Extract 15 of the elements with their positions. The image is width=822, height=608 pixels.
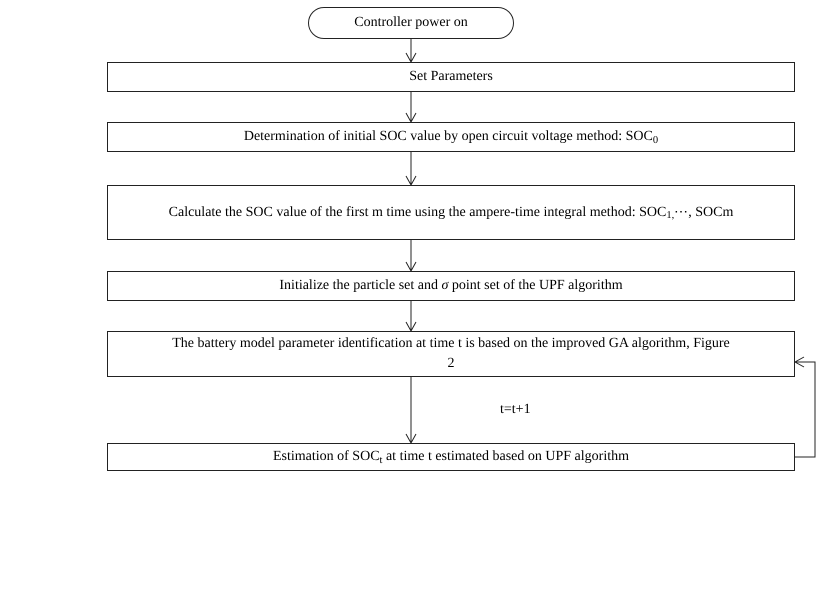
loop-label: t=t+1 [500, 401, 531, 419]
process-box: Calculate the SOC value of the first m time using the ampere-time integral method: SOC$_{1,}$⋯, SOCm [107, 185, 795, 240]
arrow [406, 152, 416, 186]
arrow [406, 376, 416, 444]
process-box: Estimation of SOC$_{t}$ at time t estimated based on UPF algorithm [107, 443, 795, 471]
process-box: Set Parameters [107, 62, 795, 92]
process-box: The battery model parameter identification at time t is based on the improved GA algorithm, Figure 2 [107, 331, 795, 377]
start-terminal: Controller power on [308, 7, 514, 39]
arrow [406, 38, 416, 62]
arrow [406, 240, 416, 272]
arrow [794, 356, 816, 458]
process-box: Initialize the particle set and σ point set of the UPF algorithm [107, 271, 795, 301]
process-box: Determination of initial SOC value by open circuit voltage method: SOC$_{0}$ [107, 122, 795, 152]
arrow [406, 300, 416, 332]
arrow [406, 92, 416, 122]
